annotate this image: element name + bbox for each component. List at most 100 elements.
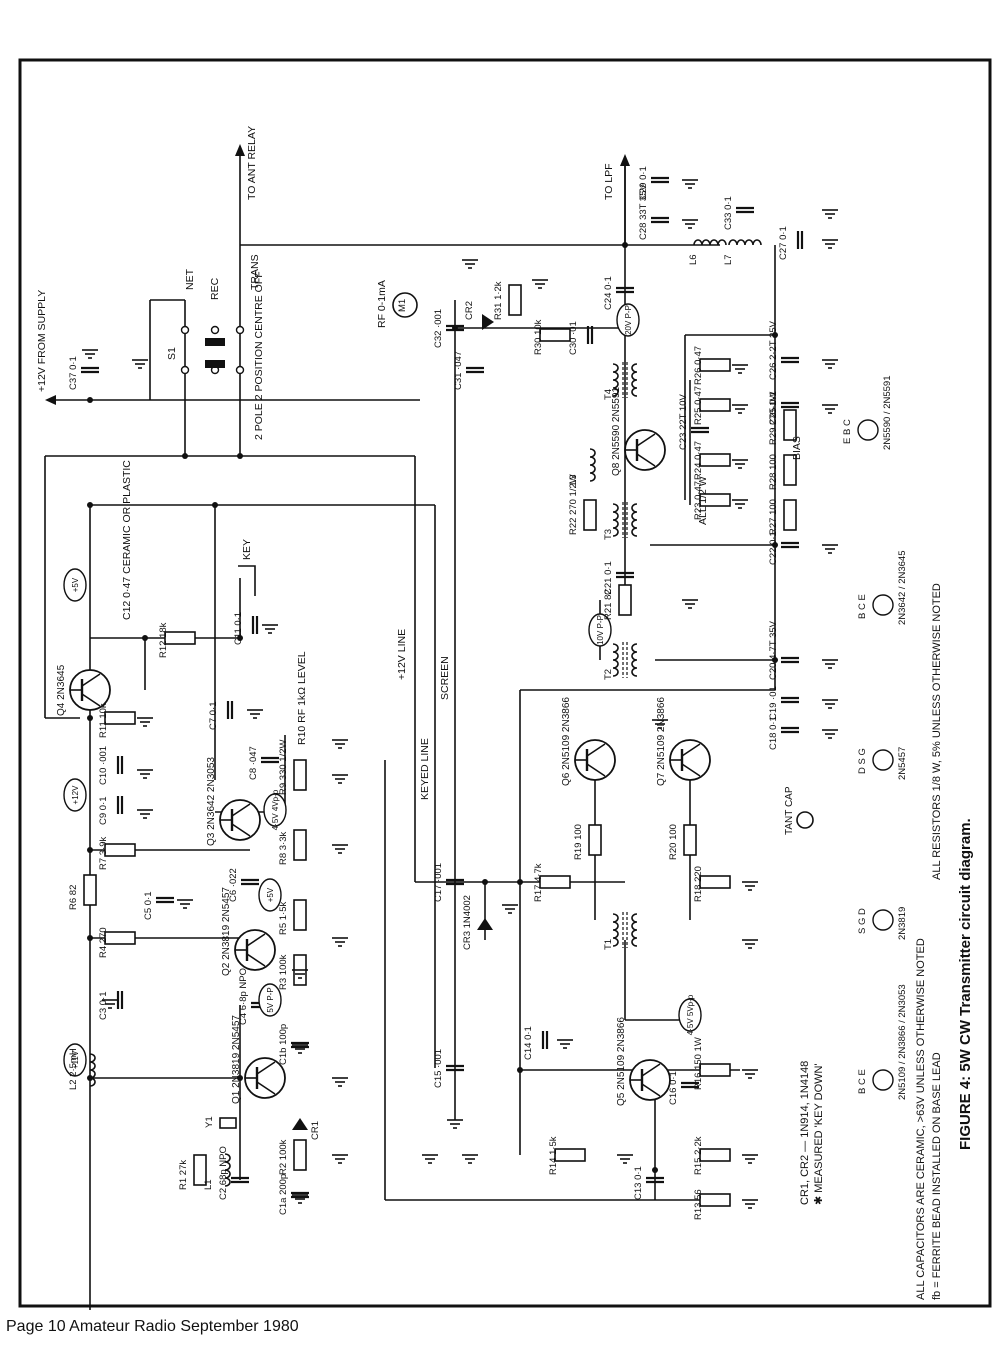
label-t2: T2 — [603, 669, 614, 680]
resistor-r13 — [699, 1193, 731, 1207]
diode-cr2 — [482, 314, 494, 330]
resistor-r12 — [164, 631, 196, 645]
ground-symbol — [292, 969, 308, 979]
junction-dot-13 — [482, 879, 488, 885]
label-r4: R4 270 — [98, 927, 109, 958]
resistor-r8 — [293, 829, 307, 861]
capacitor-note: ALL CAPACITORS ARE CERAMIC, >63V UNLESS … — [915, 938, 927, 1300]
label-r27: R27 100 — [768, 499, 779, 535]
voltage-tag: +5V — [258, 878, 282, 912]
label-r8: R8 3·3k — [278, 831, 289, 865]
ferrite-note: fb = FERRITE BEAD INSTALLED ON BASE LEAD — [931, 1052, 943, 1300]
voltage-tag-text: 5V P-P — [266, 987, 275, 1012]
capacitor-c14 — [541, 1031, 549, 1049]
label-c30: C30 ·01 — [568, 321, 579, 355]
label-c26: C26 2·2T 35V — [768, 320, 779, 380]
inductor-l2 — [89, 1053, 96, 1087]
ground-symbol — [532, 279, 548, 289]
resistor-r9 — [293, 759, 307, 791]
capacitor-c7 — [226, 701, 234, 719]
ground-symbol — [652, 719, 668, 729]
label-r29: R29 270-1W — [768, 392, 779, 445]
voltage-tag-text: +11V — [71, 1050, 80, 1069]
label-r20: R20 100 — [668, 824, 679, 860]
capacitor-c10 — [116, 756, 124, 774]
label-t3: T3 — [603, 529, 614, 540]
resistor-r30 — [539, 328, 571, 342]
label-c13: C13 0·1 — [633, 1166, 644, 1200]
label-c3: C3 0·1 — [98, 991, 109, 1020]
label-l1: L1 — [203, 1179, 214, 1190]
resistor-r26 — [699, 358, 731, 372]
label-c28: C28 33T 35V — [638, 184, 649, 240]
label-l7: L7 — [723, 254, 734, 265]
transistor-q1 — [244, 1057, 286, 1099]
junction-dot-10 — [87, 935, 93, 941]
transformer-t2 — [612, 642, 638, 678]
resistor-r19 — [588, 824, 602, 856]
pinout-parts: 2N5109 / 2N3866 / 2N3053 — [897, 984, 908, 1100]
ground-symbol — [742, 939, 758, 949]
capacitor-c8 — [261, 756, 279, 764]
resistor-r17 — [539, 875, 571, 889]
ground-symbol — [822, 659, 838, 669]
voltage-tag-text: +5V — [71, 577, 80, 592]
label-c31: C31 ·047 — [453, 351, 464, 390]
label-c27: C27 0·1 — [778, 226, 789, 260]
ground-symbol — [82, 349, 98, 359]
junction-dot-1 — [87, 397, 93, 403]
capacitor-c25 — [781, 401, 799, 409]
capacitor-c11 — [251, 616, 259, 634]
capacitor-c13 — [646, 1176, 664, 1184]
label-screen: SCREEN — [439, 656, 451, 700]
resistor-r29 — [783, 409, 797, 441]
label-r28: R28 100 — [768, 454, 779, 490]
capacitor-c32 — [446, 324, 464, 332]
label-q3: Q3 2N3642 2N3053 — [206, 757, 217, 846]
label-keyed-line: KEYED LINE — [419, 738, 431, 800]
label-r3: R3 100k — [278, 954, 289, 990]
label-r31: R31 1·2k — [493, 281, 504, 320]
capacitor-c27 — [796, 231, 804, 249]
capacitor-c15 — [446, 1064, 464, 1072]
label-r18: R18 220 — [693, 866, 704, 902]
label-r23: R23 0·47 — [693, 481, 704, 520]
transistor-q5 — [629, 1059, 671, 1101]
label-r11: R11 10k — [98, 703, 109, 738]
tant-cap-symbol — [796, 811, 814, 829]
capacitor-c1a — [291, 1191, 309, 1199]
resistor-r5 — [293, 899, 307, 931]
pinout-parts: 2N5457 — [897, 747, 908, 780]
transistor-q4 — [69, 669, 111, 711]
label-c6: C6 ·022 — [228, 868, 239, 902]
diode-cr3 — [477, 918, 493, 930]
diode-cr1 — [292, 1118, 308, 1130]
label-ant-relay: TO ANT RELAY — [246, 126, 258, 200]
resistor-r24 — [699, 453, 731, 467]
label-q4: Q4 2N3645 — [56, 664, 67, 716]
resistor-note: ALL RESISTORS 1/8 W, 5% UNLESS OTHERWISE… — [931, 583, 943, 880]
ground-symbol — [742, 1154, 758, 1164]
label-s1: S1 — [166, 347, 178, 360]
inductor-l6 — [693, 239, 727, 246]
resistor-r28 — [783, 454, 797, 486]
label-m1: M1 — [397, 299, 408, 312]
ground-symbol — [822, 699, 838, 709]
junction-dot-19 — [517, 1067, 523, 1073]
label-c21: C21 0·1 — [603, 561, 614, 595]
ground-symbol — [742, 1069, 758, 1079]
label-c17: C17 ·001 — [433, 863, 444, 902]
voltage-tag-text: 4·5V 4Vp-p — [271, 789, 280, 830]
label-t1: T1 — [603, 939, 614, 950]
resistor-r23 — [699, 493, 731, 507]
pinout-parts: 2N5590 / 2N5591 — [882, 376, 893, 450]
voltage-tag: 20V P-P — [616, 303, 640, 337]
label-r17: R17 4·7k — [533, 863, 544, 902]
ground-symbol — [332, 1154, 348, 1164]
ground-symbol — [102, 999, 118, 1009]
label-r21: R21 82 — [603, 589, 614, 620]
label-c18: C18 0·1 — [768, 716, 779, 750]
label-l3: L3 — [568, 474, 579, 485]
label-c1b: C1b 100p — [278, 1024, 289, 1065]
